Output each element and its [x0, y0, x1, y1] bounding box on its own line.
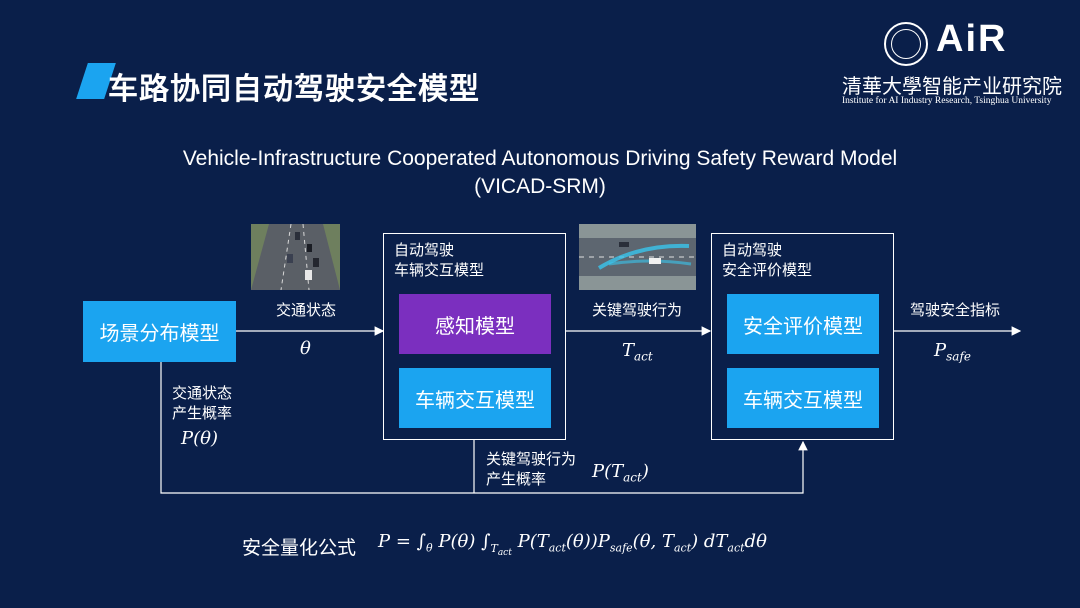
ad-interaction-title: 自动驾驶 车辆交互模型: [394, 240, 484, 280]
institute-name-cn: 清華大學智能产业研究院: [842, 74, 1062, 98]
p-safe-label: Psafe: [934, 340, 971, 364]
ad-safety-title: 自动驾驶 安全评价模型: [722, 240, 812, 280]
t-act-label: Tact: [622, 340, 653, 364]
formula-part-c: P(T: [517, 531, 549, 552]
highway-traffic-image: [251, 224, 340, 290]
tsinghua-seal-icon: [884, 22, 928, 66]
formula-part-e: (θ, T: [632, 531, 674, 552]
perception-model-box: 感知模型: [399, 294, 551, 354]
formula-sub-theta: θ: [426, 541, 433, 555]
ad-safety-frame: [711, 233, 894, 440]
p-tact-end: ): [641, 461, 649, 482]
p-safe-sub: safe: [946, 349, 971, 364]
ad-safety-title-line-1: 自动驾驶: [722, 241, 783, 259]
formula-part-f: ) dT: [691, 531, 728, 552]
p-tact-sub: act: [623, 470, 642, 485]
institute-name-en: Institute for AI Industry Research, Tsin…: [842, 96, 1052, 106]
formula-sub-tact: T: [490, 541, 498, 555]
formula-part-c-sub: act: [548, 541, 566, 555]
ad-interaction-frame: [383, 233, 566, 440]
t-act-main: T: [622, 340, 635, 361]
safety-formula: P = ∫θ P(θ) ∫Tact P(Tact(θ))Psafe(θ, Tac…: [378, 531, 767, 558]
ad-safety-title-line-2: 安全评价模型: [722, 261, 813, 279]
formula-sub-tact-sub: act: [497, 547, 512, 558]
key-prob-line-1: 关键驾驶行为: [486, 450, 577, 468]
air-logo: AiR: [936, 18, 1008, 60]
vehicle-interaction-model-box-2: 车辆交互模型: [727, 368, 879, 428]
vehicle-interaction-model-box-1: 车辆交互模型: [399, 368, 551, 428]
formula-label: 安全量化公式: [242, 537, 357, 559]
page-title: 车路协同自动驾驶安全模型: [108, 72, 480, 107]
subtitle-line-2: (VICAD-SRM): [474, 175, 606, 198]
scene-distribution-model-box: 场景分布模型: [83, 301, 236, 362]
diagram-subtitle: Vehicle-Infrastructure Cooperated Autono…: [0, 145, 1080, 201]
subtitle-line-1: Vehicle-Infrastructure Cooperated Autono…: [182, 147, 898, 170]
key-prob-line-2: 产生概率: [486, 470, 547, 488]
p-tact-label: P(Tact): [592, 461, 649, 485]
feedback-line: [160, 362, 808, 494]
ad-interaction-title-line-1: 自动驾驶: [394, 241, 455, 259]
p-safe-main: P: [934, 340, 947, 361]
formula-part-d-sub: safe: [609, 541, 633, 555]
t-act-sub: act: [634, 349, 653, 364]
traffic-prob-label: 交通状态 产生概率: [172, 383, 232, 423]
safety-evaluation-model-box: 安全评价模型: [727, 294, 879, 354]
traffic-prob-line-1: 交通状态: [172, 384, 233, 402]
formula-part-d: (θ))P: [565, 531, 610, 552]
formula-part-b: P(θ) ∫: [438, 531, 491, 552]
formula-part-a: P = ∫: [378, 531, 427, 552]
traffic-state-label: 交通状态: [276, 301, 337, 319]
key-prob-label: 关键驾驶行为 产生概率: [486, 449, 576, 489]
ad-interaction-title-line-2: 车辆交互模型: [394, 261, 485, 279]
safety-metric-label: 驾驶安全指标: [910, 301, 1001, 319]
formula-part-f-sub: act: [727, 541, 745, 555]
key-behavior-label: 关键驾驶行为: [592, 301, 683, 319]
traffic-prob-line-2: 产生概率: [172, 404, 233, 422]
formula-part-e-sub: act: [673, 541, 692, 555]
p-theta-label: P(θ): [181, 428, 218, 449]
formula-part-g: dθ: [744, 531, 767, 552]
theta-label: θ: [300, 338, 311, 359]
p-tact-main: P(T: [592, 461, 624, 482]
key-behavior-image: [579, 224, 696, 290]
